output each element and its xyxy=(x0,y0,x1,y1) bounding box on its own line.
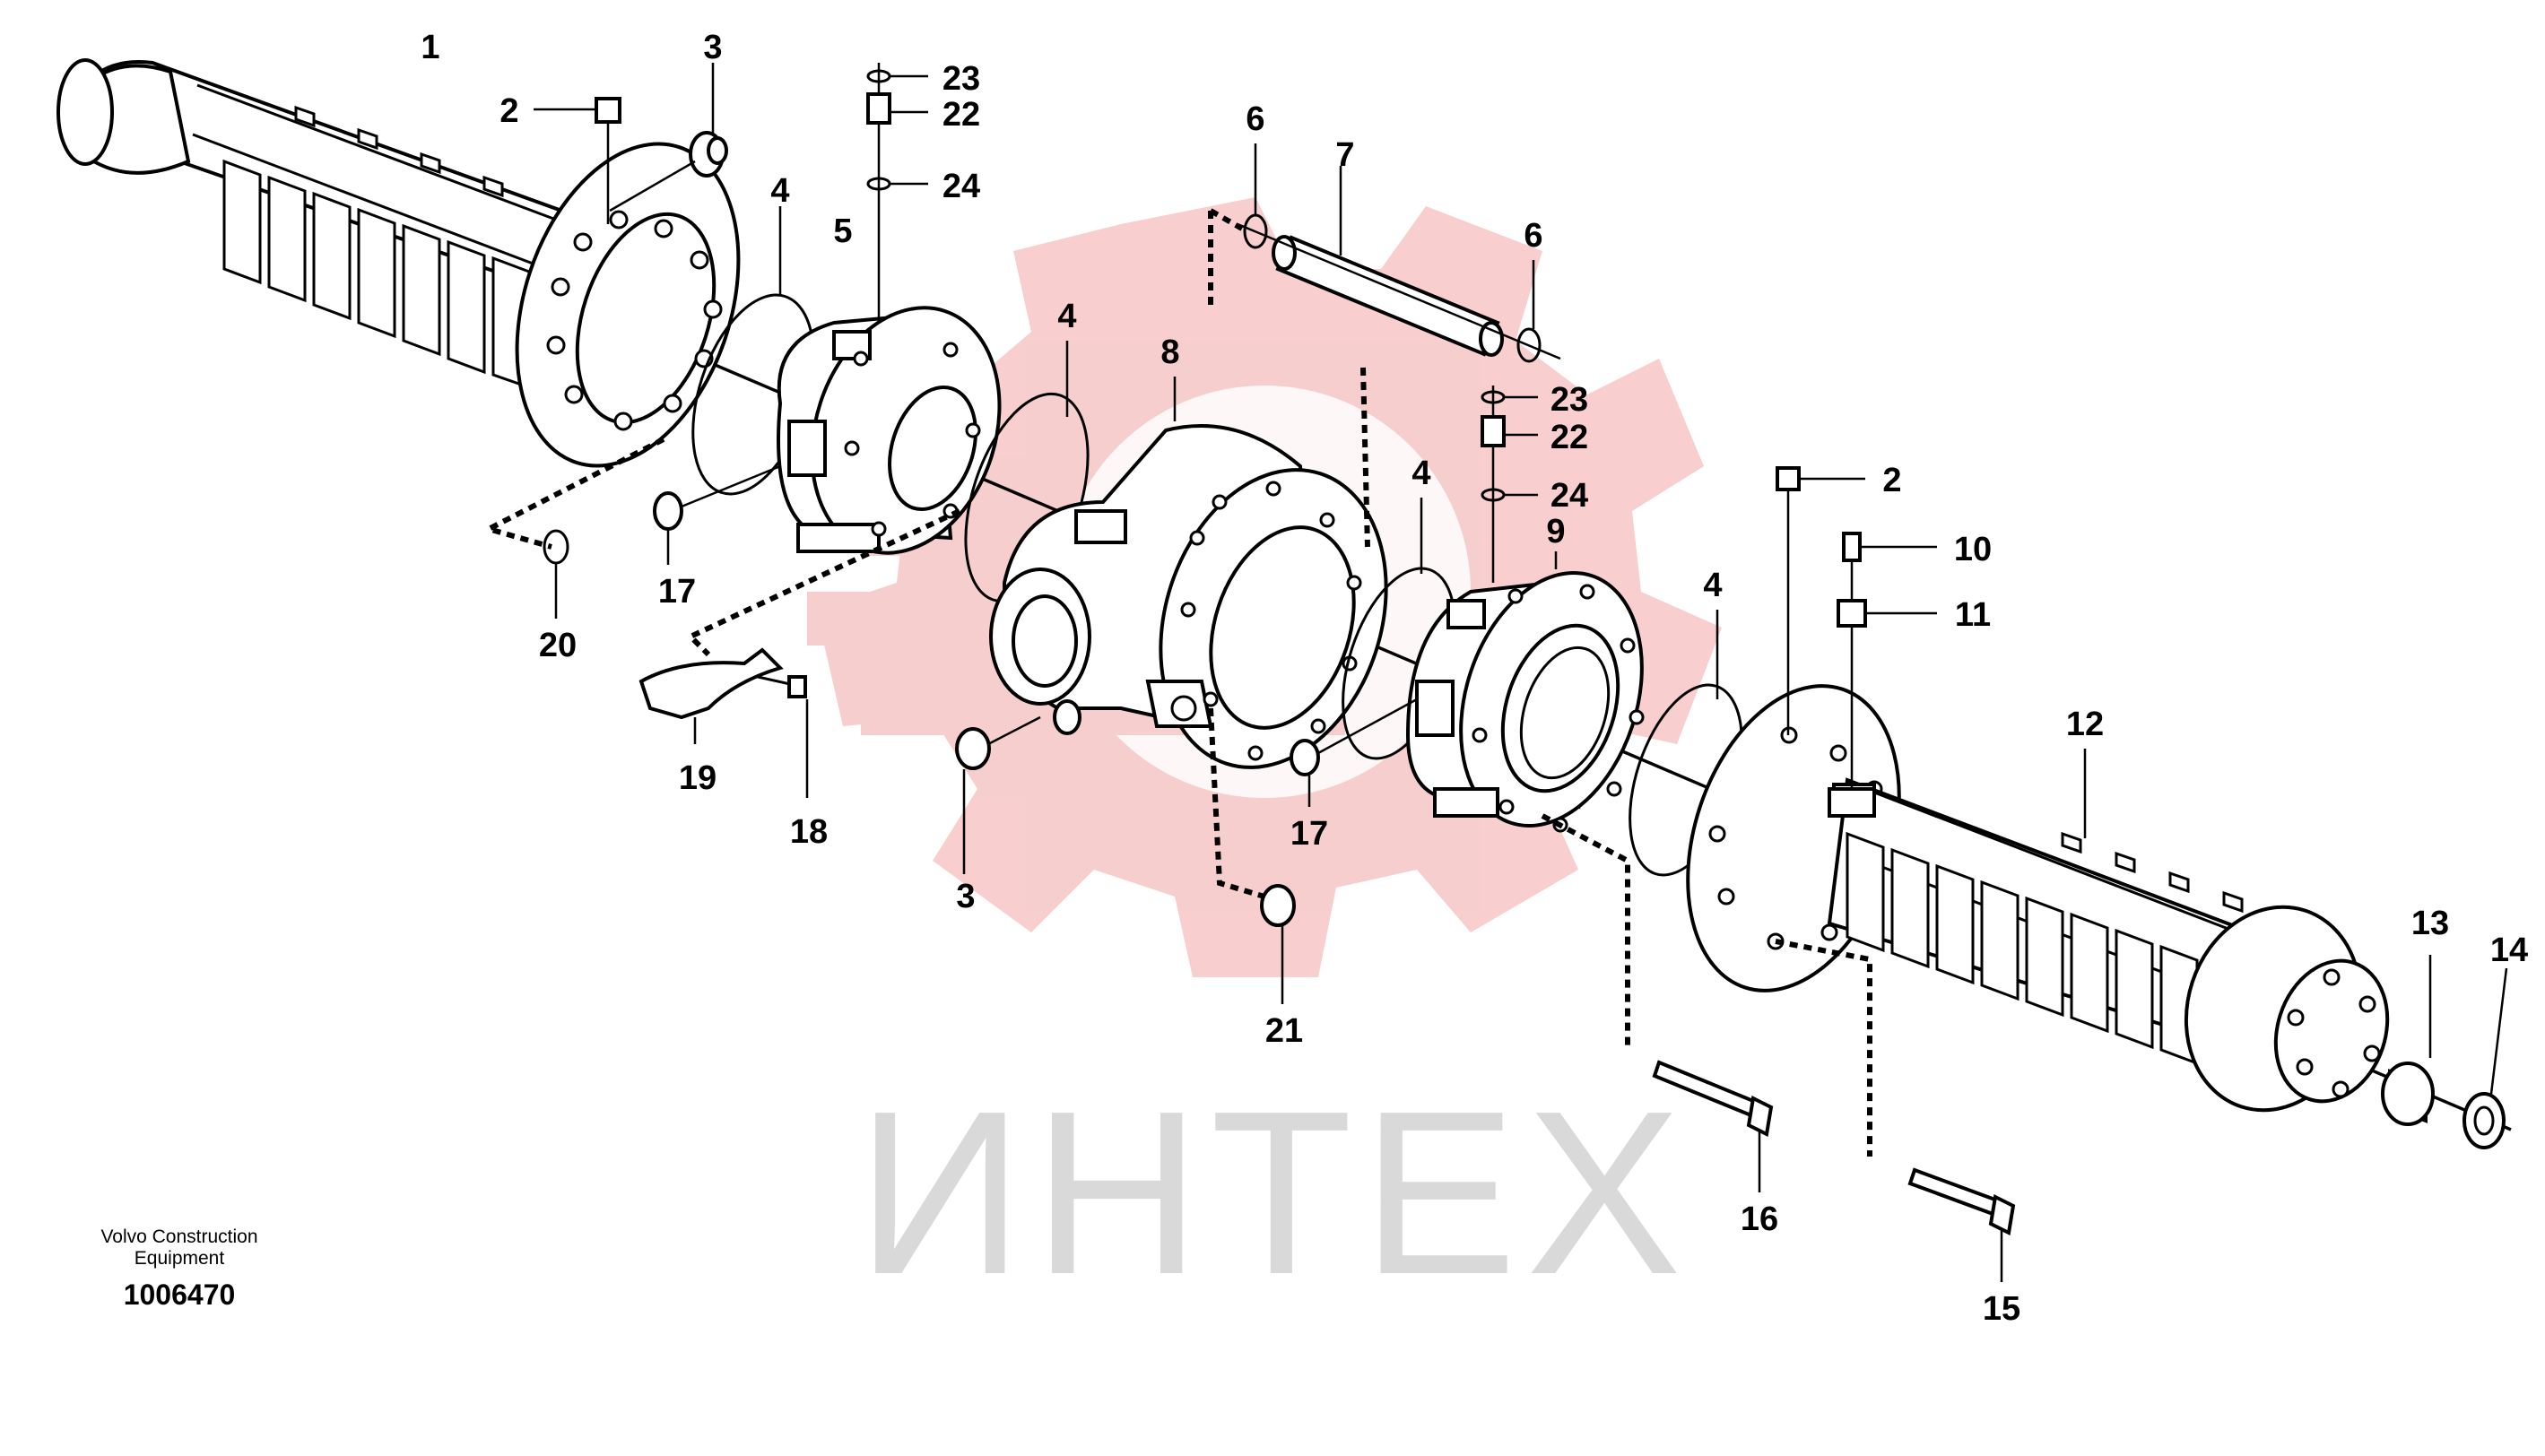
left-housing-flange xyxy=(515,142,741,468)
callout-1: 1 xyxy=(421,29,439,66)
part-20-washer xyxy=(543,529,569,619)
callout-20: 20 xyxy=(539,627,577,664)
callout-18: 18 xyxy=(790,813,828,851)
callout-4c: 4 xyxy=(1411,455,1430,492)
part-10-nipple xyxy=(1842,532,1937,601)
callout-22a: 22 xyxy=(942,96,980,134)
part-13-bushing xyxy=(2381,955,2435,1126)
footer-block: Volvo Construction Equipment 1006470 xyxy=(72,1226,287,1312)
part-19-bracket xyxy=(638,647,784,744)
callout-17a: 17 xyxy=(658,573,696,611)
drawing-reference-number: 1006470 xyxy=(123,1278,236,1311)
part-22-23-24-upper-right xyxy=(1481,386,1538,583)
part-18-screw xyxy=(757,675,809,798)
part-17-plug-left xyxy=(653,464,781,565)
part-22-23-24-upper-left xyxy=(866,63,928,323)
dashed-link-pin xyxy=(1208,208,1370,548)
callout-19: 19 xyxy=(679,759,717,797)
company-name-line-2: Equipment xyxy=(134,1248,225,1269)
callout-6a: 6 xyxy=(1246,100,1264,138)
callout-24b: 24 xyxy=(1550,477,1588,515)
dashed-link-16 xyxy=(1541,813,1630,1049)
dashed-link-15 xyxy=(1775,939,1872,1157)
part-15-bolt xyxy=(1907,1167,2016,1282)
part-5-hub-left xyxy=(777,306,1002,555)
callout-3a: 3 xyxy=(703,29,722,66)
pin-axis-line xyxy=(1237,222,1561,360)
callout-12: 12 xyxy=(2066,706,2104,743)
part-9-hub-right xyxy=(1405,551,1645,833)
part-3-plug-top xyxy=(609,63,728,212)
callout-21: 21 xyxy=(1265,1012,1303,1050)
callout-13: 13 xyxy=(2411,905,2449,942)
part-21-plug xyxy=(1260,884,1296,1004)
callout-23a: 23 xyxy=(942,60,980,98)
part-2-bolt-left xyxy=(534,97,621,224)
callout-22b: 22 xyxy=(1550,419,1588,456)
callout-9: 9 xyxy=(1546,513,1565,550)
callout-10: 10 xyxy=(1954,531,1992,568)
callout-16: 16 xyxy=(1741,1200,1778,1238)
callout-24a: 24 xyxy=(942,168,980,205)
callout-2b: 2 xyxy=(1882,462,1901,499)
callout-11: 11 xyxy=(1955,596,1991,634)
part-16-bolt xyxy=(1652,1060,1774,1192)
callout-7: 7 xyxy=(1335,136,1354,174)
left-axle-housing xyxy=(56,58,577,390)
company-name: Volvo Construction Equipment xyxy=(72,1226,287,1270)
callout-23b: 23 xyxy=(1550,381,1588,419)
callout-3b: 3 xyxy=(956,878,975,915)
dashed-link-21 xyxy=(1208,707,1265,899)
callout-14: 14 xyxy=(2490,932,2528,969)
part-6-ring-b xyxy=(1516,260,1542,363)
callout-17b: 17 xyxy=(1290,815,1328,853)
callout-2a: 2 xyxy=(499,92,518,130)
part-2-bolt-right xyxy=(1776,466,1865,735)
callout-4a: 4 xyxy=(770,172,789,210)
part-17-plug-right xyxy=(1290,698,1418,807)
part-3-plug-bottom xyxy=(955,715,1041,874)
part-6-ring-a xyxy=(1243,143,1268,249)
right-axle-housing xyxy=(1827,749,2390,1113)
callout-15: 15 xyxy=(1983,1290,2020,1328)
watermark-text: ИНТЕХ xyxy=(856,1063,1690,1323)
callout-4b: 4 xyxy=(1057,298,1076,335)
callout-6b: 6 xyxy=(1524,217,1542,255)
part-8-center-housing xyxy=(989,377,1388,769)
company-name-line-1: Volvo Construction xyxy=(100,1226,258,1247)
part-11-screw xyxy=(1828,599,1937,818)
callout-8: 8 xyxy=(1160,334,1179,371)
callout-4d: 4 xyxy=(1703,567,1722,604)
callout-5: 5 xyxy=(833,212,852,250)
part-14-washer xyxy=(2462,967,2508,1149)
